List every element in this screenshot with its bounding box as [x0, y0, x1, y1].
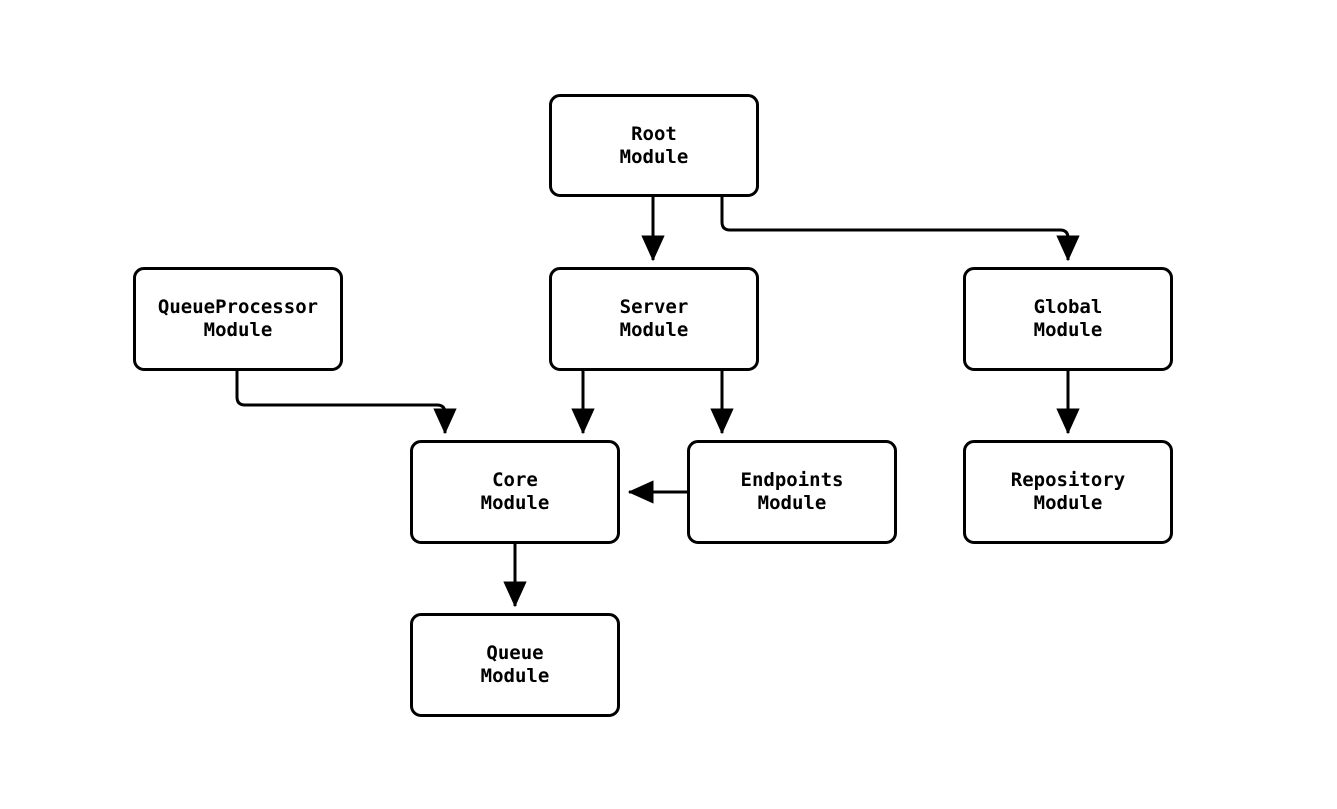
node-endpoints-module[interactable]: Endpoints Module	[687, 440, 897, 544]
node-queue-module-label: Queue Module	[480, 642, 550, 687]
node-root-module-label: Root Module	[619, 122, 689, 168]
node-core-module[interactable]: Core Module	[410, 440, 620, 544]
node-queueprocessor-module[interactable]: QueueProcessor Module	[133, 267, 343, 371]
edge-root-to-global	[720, 197, 1080, 262]
node-global-module-label: Global Module	[1033, 296, 1103, 341]
node-server-module-label: Server Module	[619, 296, 689, 341]
node-core-module-label: Core Module	[480, 469, 550, 514]
node-root-module[interactable]: Root Module	[549, 94, 759, 197]
node-queue-module[interactable]: Queue Module	[410, 613, 620, 717]
node-endpoints-module-label: Endpoints Module	[740, 469, 844, 514]
node-repository-module[interactable]: Repository Module	[963, 440, 1173, 544]
node-server-module[interactable]: Server Module	[549, 267, 759, 371]
node-repository-module-label: Repository Module	[1010, 469, 1126, 514]
edge-queueprocessor-to-core	[235, 371, 457, 435]
node-queueprocessor-module-label: QueueProcessor Module	[157, 296, 319, 341]
node-global-module[interactable]: Global Module	[963, 267, 1173, 371]
